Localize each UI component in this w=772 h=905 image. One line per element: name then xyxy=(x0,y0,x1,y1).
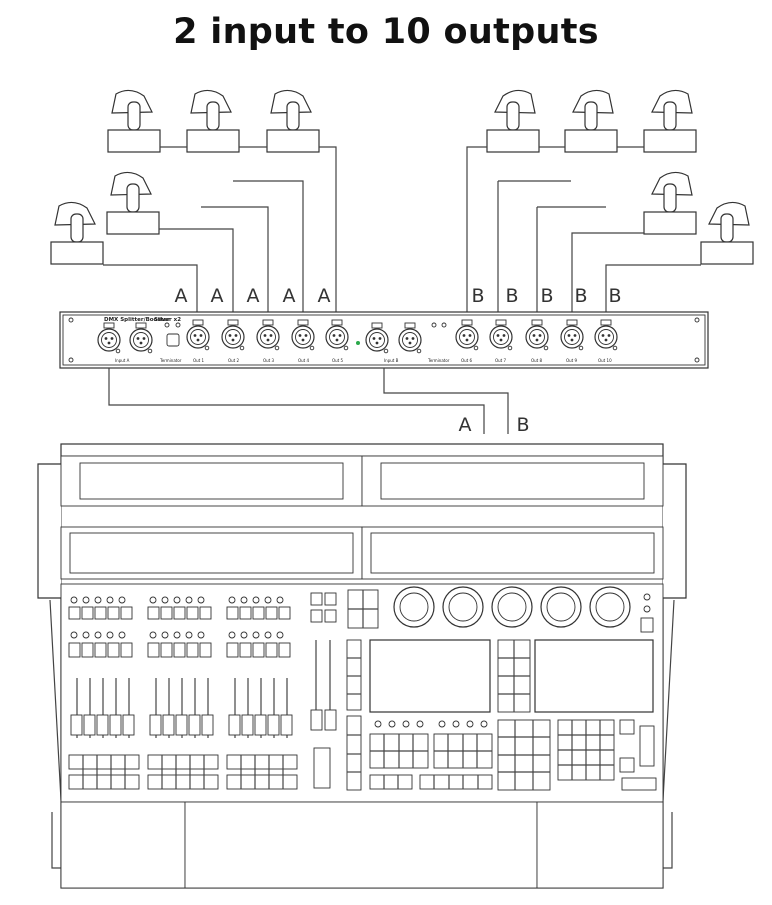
output-label: Out 1 xyxy=(193,358,205,363)
label-a: A xyxy=(211,285,224,307)
device-model: Sliver x2 xyxy=(154,317,181,323)
moving-head-light-icon xyxy=(643,171,697,235)
fixture-group-a xyxy=(50,89,320,265)
output-wiring xyxy=(103,180,701,318)
output-label: Out 8 xyxy=(531,358,543,363)
moving-head-light-icon xyxy=(107,89,161,153)
page-title: 2 input to 10 outputs xyxy=(173,12,599,52)
label-a: A xyxy=(459,414,472,436)
terminator-label: Terminator xyxy=(159,358,182,363)
dmx-splitter-device: DMX Splitter/Booster Sliver x2 Input A T… xyxy=(59,311,709,369)
moving-head-light-icon xyxy=(486,89,540,153)
moving-head-light-icon xyxy=(643,89,697,153)
output-label: Out 7 xyxy=(495,358,507,363)
label-b: B xyxy=(574,285,587,307)
label-a: A xyxy=(247,285,260,307)
moving-head-light-icon xyxy=(106,171,160,235)
label-a: A xyxy=(318,285,331,307)
device-name: DMX Splitter/Booster xyxy=(104,317,170,323)
output-label: Out 10 xyxy=(598,358,612,363)
input-wiring: A B xyxy=(108,368,530,436)
label-a: A xyxy=(283,285,296,307)
output-label: Out 2 xyxy=(228,358,240,363)
moving-head-light-icon xyxy=(266,89,320,153)
output-label: Out 5 xyxy=(332,358,344,363)
label-b: B xyxy=(505,285,518,307)
label-b: B xyxy=(471,285,484,307)
terminator-switch[interactable] xyxy=(166,333,180,347)
label-b: B xyxy=(608,285,621,307)
moving-head-light-icon xyxy=(50,201,104,265)
output-label: Out 9 xyxy=(566,358,578,363)
moving-head-light-icon xyxy=(564,89,618,153)
label-a: A xyxy=(175,285,188,307)
output-labels: A A A A A B B B B B xyxy=(175,285,622,307)
output-label: Out 3 xyxy=(263,358,275,363)
moving-head-light-icon xyxy=(186,89,240,153)
lighting-console-icon xyxy=(37,443,687,889)
fixture-group-b xyxy=(486,89,754,265)
label-b: B xyxy=(540,285,553,307)
moving-head-light-icon xyxy=(700,201,754,265)
input-b-label: Input B xyxy=(384,358,399,363)
label-b: B xyxy=(516,414,529,436)
power-led xyxy=(356,341,360,345)
input-a-label: Input A xyxy=(115,358,130,363)
terminator-label: Terminator xyxy=(427,358,450,363)
output-label: Out 6 xyxy=(461,358,473,363)
output-label: Out 4 xyxy=(298,358,310,363)
